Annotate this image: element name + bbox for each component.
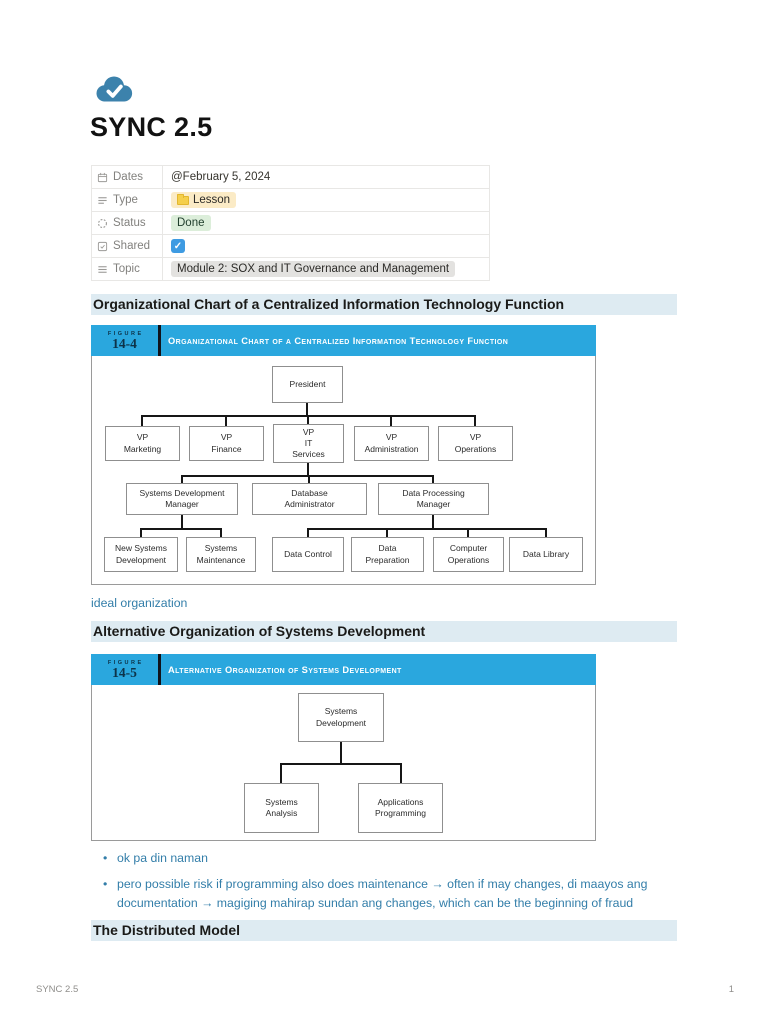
org-node-systems-development-manager: Systems Development Manager bbox=[126, 483, 238, 515]
property-row-type: Type Lesson bbox=[92, 189, 489, 212]
figure-14-4-image[interactable]: FIGURE 14-4 Organizational Chart of a Ce… bbox=[91, 325, 596, 585]
connector-line bbox=[340, 742, 342, 763]
shared-checkbox[interactable]: ✓ bbox=[171, 239, 185, 253]
property-label: Shared bbox=[113, 240, 151, 252]
figure-14-5-image[interactable]: FIGURE 14-5 Alternative Organization of … bbox=[91, 654, 596, 841]
property-label: Dates bbox=[113, 171, 144, 183]
property-value-dates[interactable]: @February 5, 2024 bbox=[171, 171, 271, 183]
status-icon bbox=[96, 217, 108, 229]
connector-line bbox=[545, 530, 547, 537]
footer-page-number: 1 bbox=[728, 984, 734, 995]
list-icon bbox=[96, 263, 108, 275]
connector-line bbox=[280, 763, 402, 765]
org-node-systems-analysis: Systems Analysis bbox=[244, 783, 319, 833]
notes-bullet-list: ok pa din naman pero possible risk if pr… bbox=[91, 849, 681, 920]
bullet-item: ok pa din naman bbox=[103, 849, 681, 869]
type-tag[interactable]: Lesson bbox=[171, 192, 237, 208]
figure-header-divider bbox=[158, 325, 161, 356]
footer-document-title: SYNC 2.5 bbox=[36, 984, 79, 995]
connector-line bbox=[141, 417, 143, 426]
org-chart-14-4: President VP Marketing VP Finance VP IT … bbox=[91, 356, 596, 585]
caption-link-ideal-organization[interactable]: ideal organization bbox=[91, 596, 188, 610]
connector-line bbox=[181, 477, 183, 483]
figure-number: 14-5 bbox=[112, 665, 137, 680]
status-tag[interactable]: Done bbox=[171, 215, 211, 231]
cloud-check-icon[interactable] bbox=[94, 73, 134, 105]
connector-line bbox=[432, 515, 434, 528]
connector-line bbox=[390, 417, 392, 426]
section-heading-centralized-it: Organizational Chart of a Centralized In… bbox=[91, 294, 677, 315]
org-node-vp-finance: VP Finance bbox=[189, 426, 264, 461]
connector-line bbox=[307, 463, 309, 475]
figure-header: FIGURE 14-4 Organizational Chart of a Ce… bbox=[91, 325, 596, 356]
select-icon bbox=[96, 194, 108, 206]
calendar-icon bbox=[96, 171, 108, 183]
connector-line bbox=[400, 765, 402, 783]
connector-line bbox=[225, 417, 227, 426]
org-node-president: President bbox=[272, 366, 343, 403]
property-row-shared: Shared ✓ bbox=[92, 235, 489, 258]
org-node-vp-marketing: VP Marketing bbox=[105, 426, 180, 461]
folder-emoji-icon bbox=[177, 193, 189, 205]
org-node-computer-operations: Computer Operations bbox=[433, 537, 504, 572]
connector-line bbox=[280, 765, 282, 783]
org-node-applications-programming: Applications Programming bbox=[358, 783, 443, 833]
org-node-new-systems-development: New Systems Development bbox=[104, 537, 178, 572]
org-node-systems-maintenance: Systems Maintenance bbox=[186, 537, 256, 572]
org-node-vp-administration: VP Administration bbox=[354, 426, 429, 461]
property-label: Status bbox=[113, 217, 146, 229]
connector-line bbox=[306, 403, 308, 415]
property-row-dates: Dates @February 5, 2024 bbox=[92, 166, 489, 189]
org-node-data-control: Data Control bbox=[272, 537, 344, 572]
connector-line bbox=[432, 477, 434, 483]
org-chart-14-5: Systems Development Systems Analysis App… bbox=[91, 685, 596, 841]
connector-line bbox=[307, 417, 309, 426]
connector-line bbox=[307, 528, 547, 530]
figure-number: 14-4 bbox=[112, 336, 137, 351]
section-heading-alternative-org: Alternative Organization of Systems Deve… bbox=[91, 621, 677, 642]
property-label: Type bbox=[113, 194, 138, 206]
org-node-data-library: Data Library bbox=[509, 537, 583, 572]
org-node-vp-it-services: VP IT Services bbox=[273, 424, 344, 463]
connector-line bbox=[308, 477, 310, 483]
figure-header: FIGURE 14-5 Alternative Organization of … bbox=[91, 654, 596, 685]
org-node-systems-development: Systems Development bbox=[298, 693, 384, 742]
page-footer: SYNC 2.5 1 bbox=[36, 984, 734, 995]
property-row-topic: Topic Module 2: SOX and IT Governance an… bbox=[92, 258, 489, 281]
bullet-item: pero possible risk if programming also d… bbox=[103, 875, 681, 914]
org-node-data-preparation: Data Preparation bbox=[351, 537, 424, 572]
figure-tag-label: FIGURE bbox=[107, 331, 144, 337]
org-node-database-administrator: Database Administrator bbox=[252, 483, 367, 515]
connector-line bbox=[141, 415, 476, 417]
page-title: SYNC 2.5 bbox=[90, 112, 213, 142]
connector-line bbox=[474, 417, 476, 426]
figure-title: Alternative Organization of Systems Deve… bbox=[168, 664, 402, 675]
connector-line bbox=[467, 530, 469, 537]
org-node-data-processing-manager: Data Processing Manager bbox=[378, 483, 489, 515]
connector-line bbox=[181, 475, 434, 477]
figure-tag-label: FIGURE bbox=[107, 660, 144, 666]
connector-line bbox=[181, 515, 183, 528]
property-row-status: Status Done bbox=[92, 212, 489, 235]
connector-line bbox=[307, 530, 309, 537]
org-node-vp-operations: VP Operations bbox=[438, 426, 513, 461]
connector-line bbox=[140, 530, 142, 537]
connector-line bbox=[386, 530, 388, 537]
properties-table: Dates @February 5, 2024 Type Lesson bbox=[91, 165, 490, 281]
property-label: Topic bbox=[113, 263, 140, 275]
section-heading-distributed-model: The Distributed Model bbox=[91, 920, 677, 941]
connector-line bbox=[220, 530, 222, 537]
figure-title: Organizational Chart of a Centralized In… bbox=[168, 335, 509, 346]
checkbox-icon bbox=[96, 240, 108, 252]
connector-line bbox=[140, 528, 222, 530]
topic-tag[interactable]: Module 2: SOX and IT Governance and Mana… bbox=[171, 261, 456, 277]
figure-header-divider bbox=[158, 654, 161, 685]
